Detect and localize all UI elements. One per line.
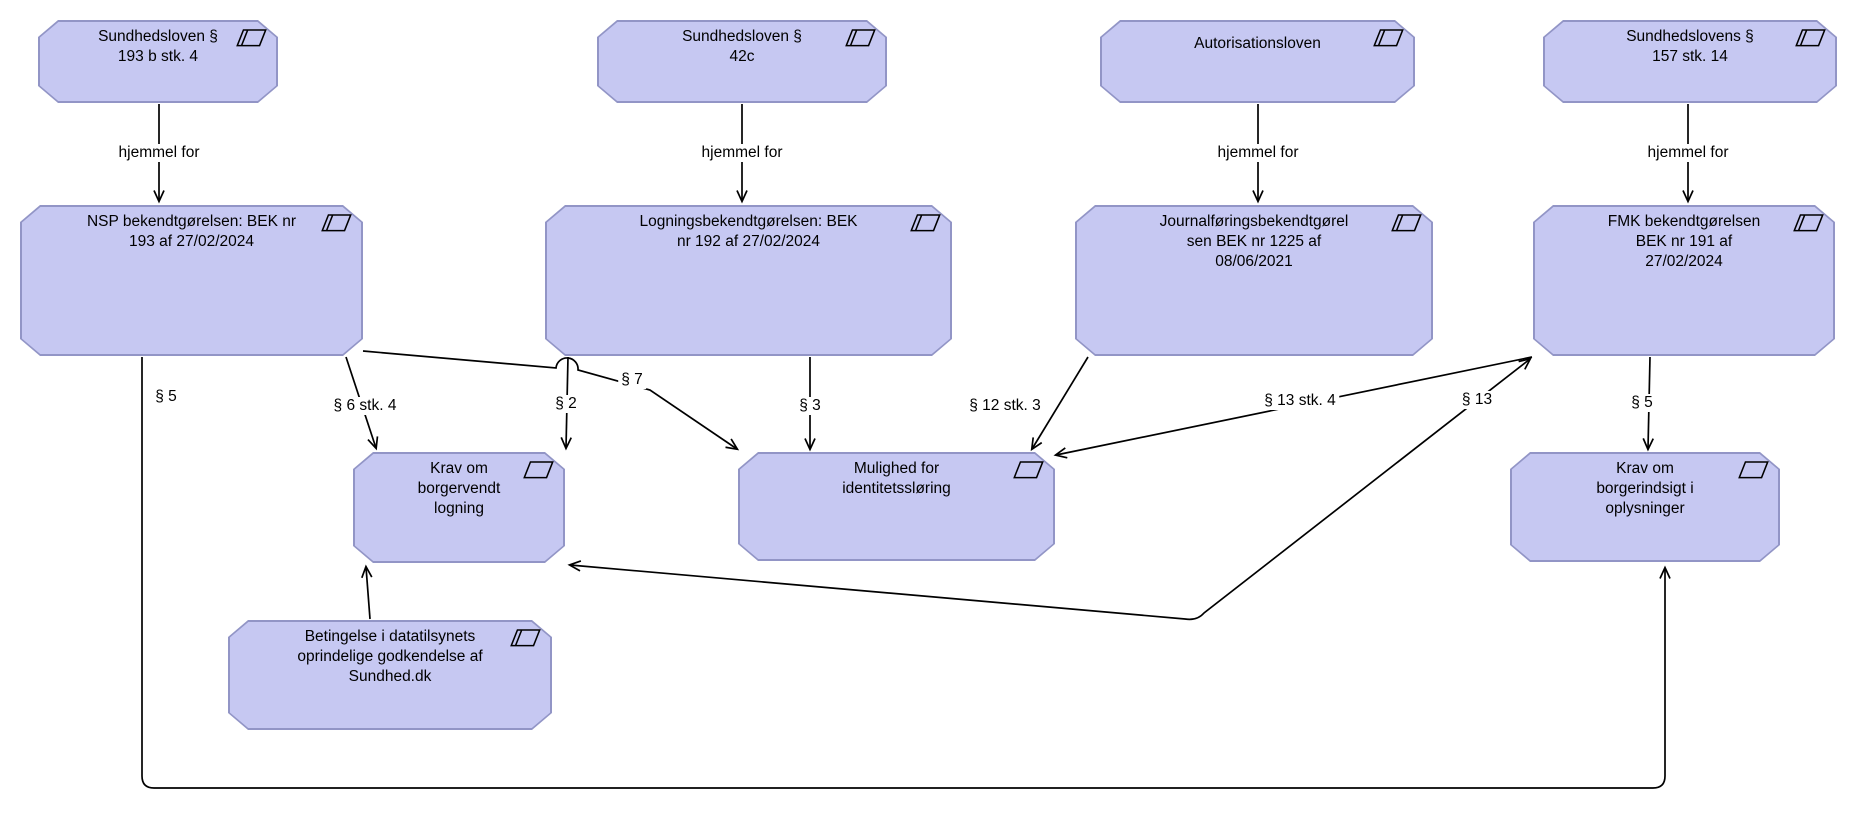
edge-label-hjemmel-for-2: hjemmel for	[698, 144, 786, 162]
node-label: Logningsbekendtgørelsen: BEK nr 192 af 2…	[639, 213, 858, 250]
node-shape-fill	[740, 454, 1054, 560]
parallelogram-icon	[1738, 461, 1769, 479]
node-shape-fill	[355, 454, 564, 562]
edge-label-p7: § 7	[618, 371, 646, 389]
node-krav-om-borgerindsigt[interactable]: Krav om borgerindsigt i oplysninger	[1510, 452, 1780, 562]
edge-label-p2: § 2	[552, 395, 580, 413]
node-shape-fill	[1545, 22, 1836, 102]
node-mulighed-for-identitetsslooring[interactable]: Mulighed for identitetssløring	[738, 452, 1055, 561]
node-label: Journalføringsbekendtgørel sen BEK nr 12…	[1159, 213, 1349, 270]
node-sundhedslovens-157-stk14[interactable]: Sundhedslovens § 157 stk. 14	[1543, 20, 1837, 103]
node-betingelse-datatilsynet[interactable]: Betingelse i datatilsynets oprindelige g…	[228, 620, 552, 730]
node-label: Betingelse i datatilsynets oprindelige g…	[297, 628, 483, 685]
document-parallelogram-icon	[1795, 29, 1826, 47]
edge-d1-c1	[361, 564, 373, 620]
node-shape-fill	[1102, 22, 1414, 102]
node-autorisationsloven[interactable]: Autorisationsloven	[1100, 20, 1415, 103]
edge-b1-c2	[362, 350, 740, 451]
node-journalforingsbekendtgorelsen[interactable]: Journalføringsbekendtgørel sen BEK nr 12…	[1075, 205, 1433, 356]
edge-label-hjemmel-for-1: hjemmel for	[115, 144, 203, 162]
document-parallelogram-icon	[845, 29, 876, 47]
edge-b4-c1-s13	[567, 357, 1533, 621]
node-sundhedsloven-193b-stk4[interactable]: Sundhedsloven § 193 b stk. 4	[38, 20, 278, 103]
node-shape-fill	[230, 622, 551, 729]
edge-label-p3: § 3	[796, 397, 824, 415]
node-label: Mulighed for identitetssløring	[842, 460, 951, 497]
document-parallelogram-icon	[510, 629, 541, 647]
node-label: Krav om borgerindsigt i oplysninger	[1596, 460, 1694, 517]
node-label: Autorisationsloven	[1194, 35, 1321, 52]
edge-label-hjemmel-for-4: hjemmel for	[1644, 144, 1732, 162]
edge-b1-c3	[141, 357, 1671, 789]
document-parallelogram-icon	[1373, 29, 1404, 47]
node-shape-fill	[1535, 207, 1834, 355]
node-label: Sundhedsloven § 42c	[682, 28, 802, 65]
edge-label-p5-right: § 5	[1628, 394, 1656, 412]
edge-label-hjemmel-for-3: hjemmel for	[1214, 144, 1302, 162]
document-parallelogram-icon	[1391, 214, 1422, 232]
edge-label-p13: § 13	[1458, 391, 1496, 409]
node-label: Krav om borgervendt logning	[417, 460, 501, 517]
node-fmk-bekendtgorelsen[interactable]: FMK bekendtgørelsen BEK nr 191 af 27/02/…	[1533, 205, 1835, 356]
node-krav-om-borgervendt-logning[interactable]: Krav om borgervendt logning	[353, 452, 565, 563]
parallelogram-icon	[523, 461, 554, 479]
edge-label-p13-stk4: § 13 stk. 4	[1261, 392, 1339, 410]
node-label: FMK bekendtgørelsen BEK nr 191 af 27/02/…	[1607, 213, 1761, 270]
edge-label-p5-left: § 5	[152, 388, 180, 406]
node-shape-fill	[1512, 454, 1779, 561]
node-shape-fill	[40, 22, 277, 102]
document-parallelogram-icon	[1793, 214, 1824, 232]
document-parallelogram-icon	[910, 214, 941, 232]
edge-label-p6-stk4: § 6 stk. 4	[330, 397, 400, 415]
node-sundhedsloven-42c[interactable]: Sundhedsloven § 42c	[597, 20, 887, 103]
node-shape-fill	[547, 207, 951, 355]
node-nsp-bekendtgorelsen[interactable]: NSP bekendtgørelsen: BEK nr 193 af 27/02…	[20, 205, 363, 356]
node-label: Sundhedsloven § 193 b stk. 4	[98, 28, 218, 65]
node-logningsbekendtgorelsen[interactable]: Logningsbekendtgørelsen: BEK nr 192 af 2…	[545, 205, 952, 356]
node-label: NSP bekendtgørelsen: BEK nr 193 af 27/02…	[86, 213, 297, 250]
parallelogram-icon	[1013, 461, 1044, 479]
node-label: Sundhedslovens § 157 stk. 14	[1626, 28, 1754, 65]
node-shape-fill	[1077, 207, 1432, 355]
node-shape-fill	[599, 22, 886, 102]
node-shape-fill	[22, 207, 362, 355]
edge-label-p12-stk3: § 12 stk. 3	[966, 397, 1044, 415]
document-parallelogram-icon	[236, 29, 267, 47]
document-parallelogram-icon	[321, 214, 352, 232]
